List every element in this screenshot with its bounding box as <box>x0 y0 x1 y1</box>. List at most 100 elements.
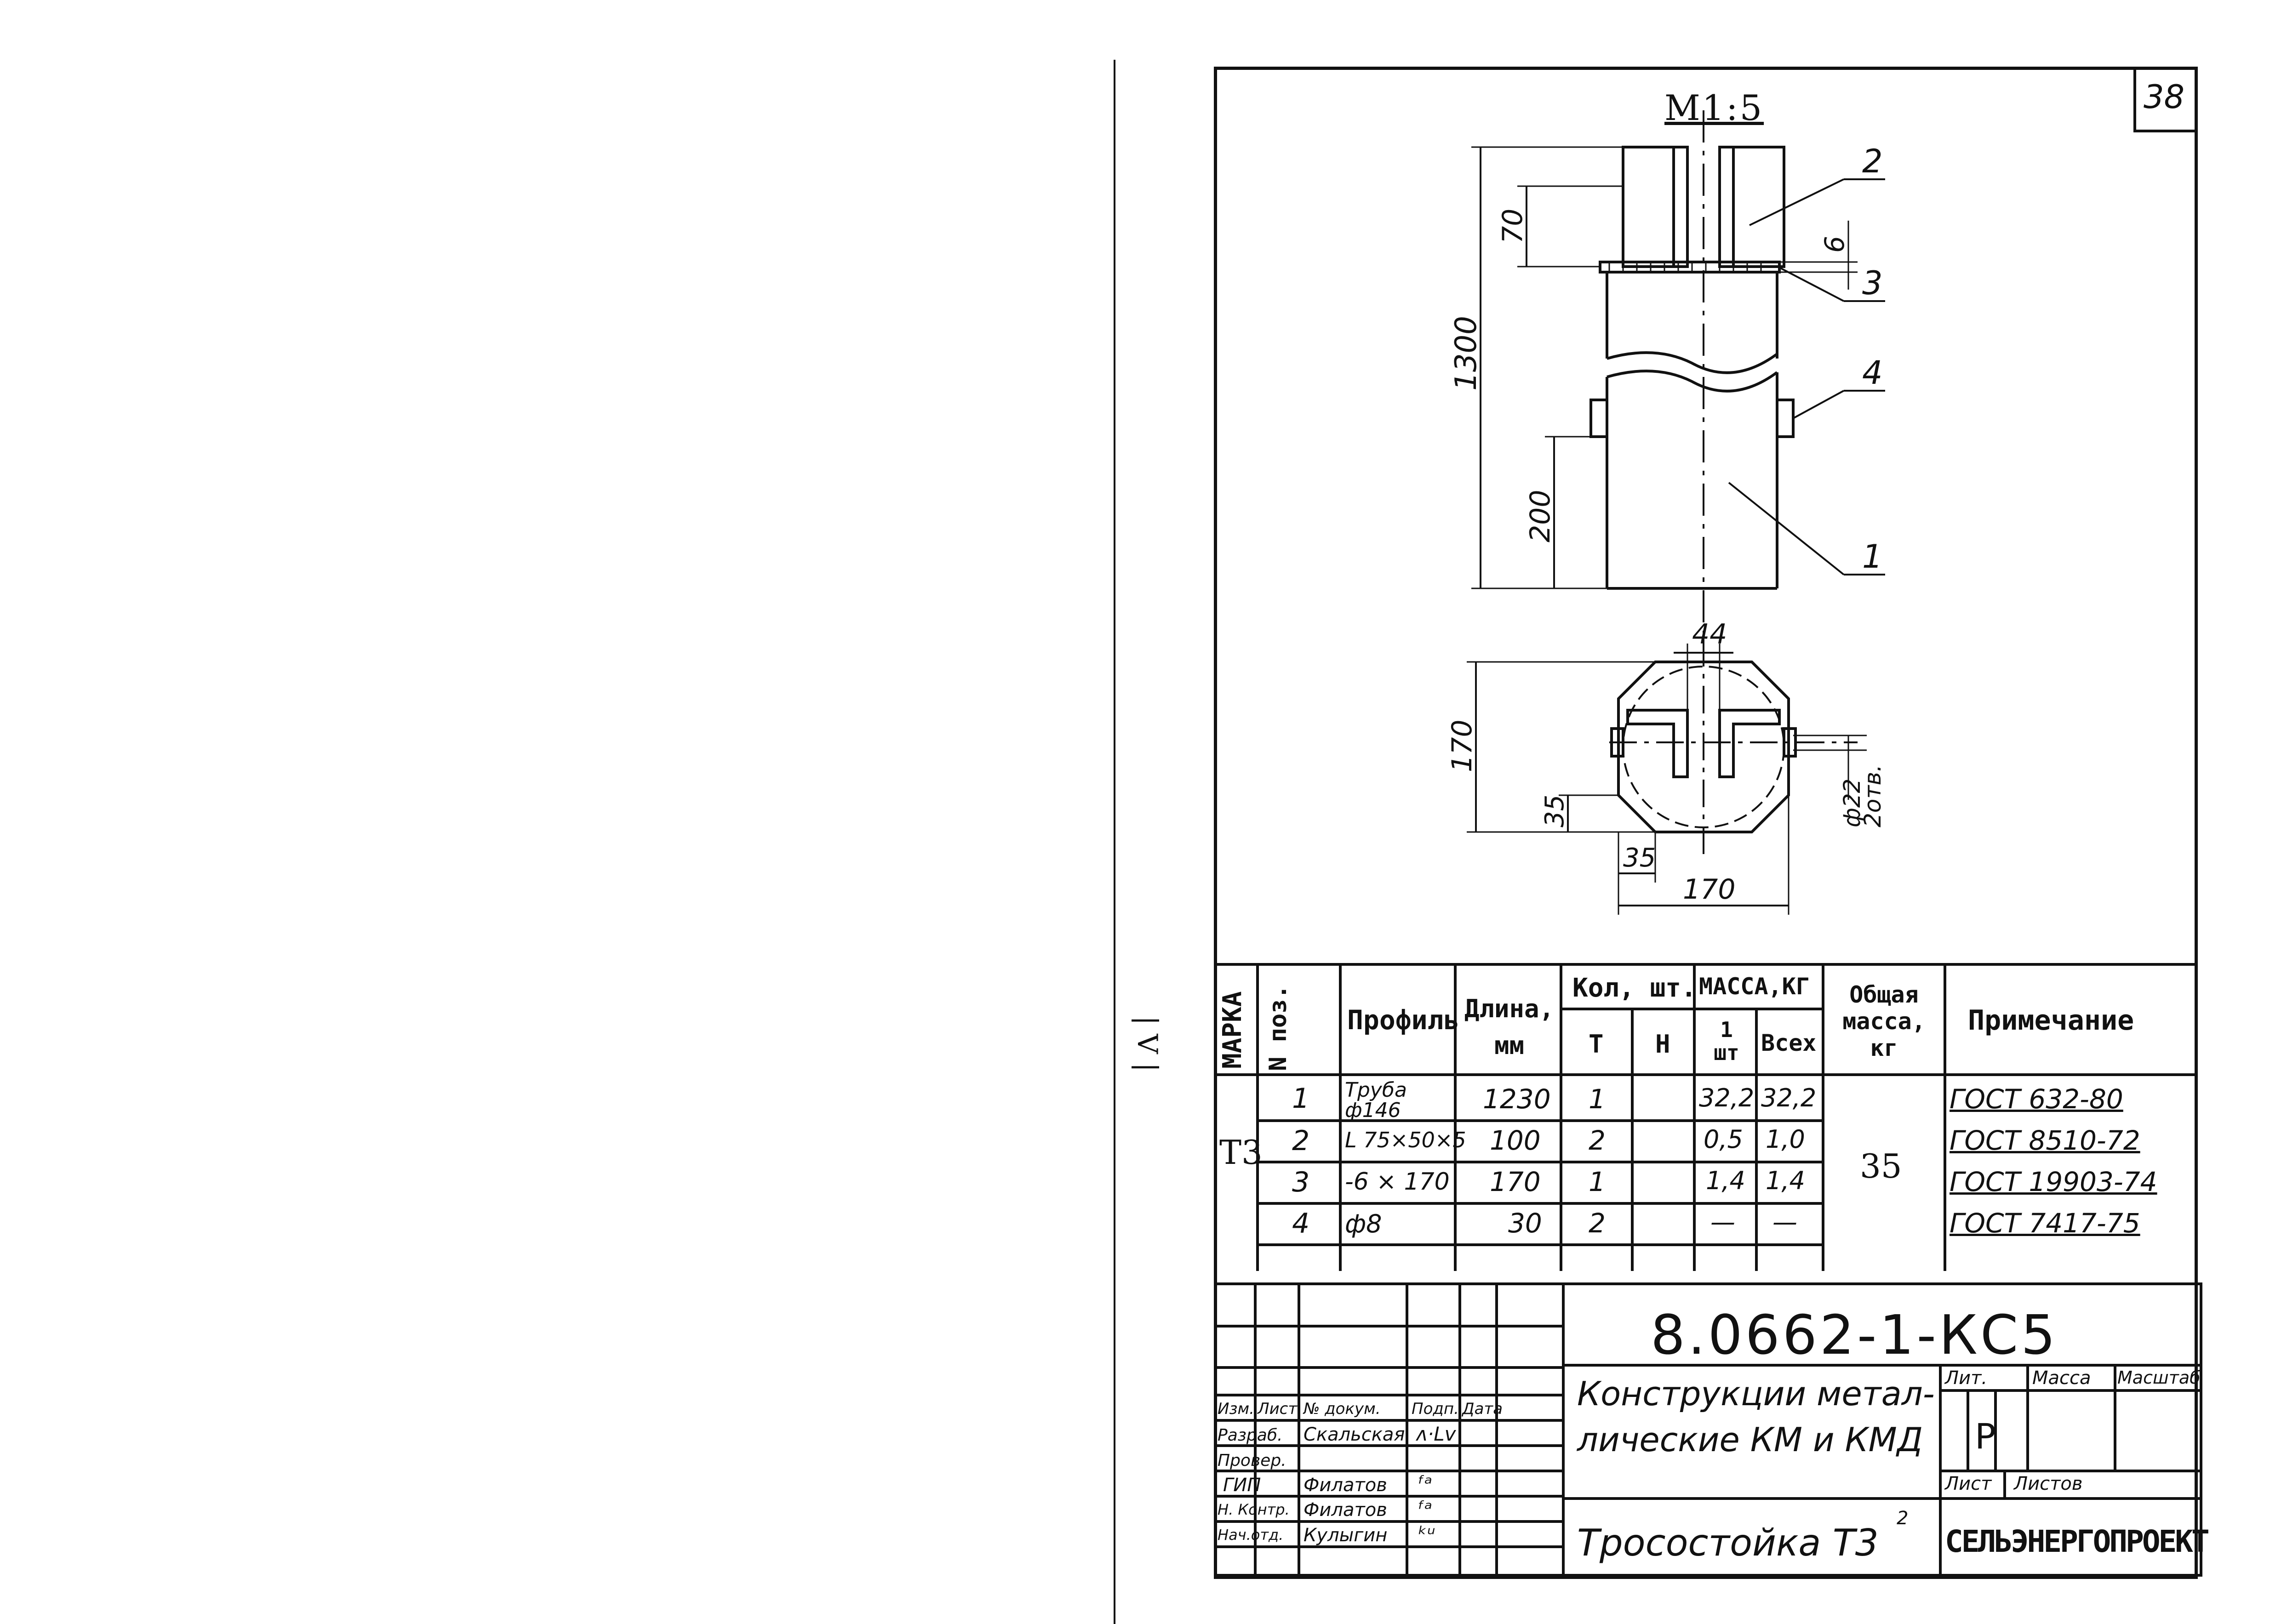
spec-mark: Т3 <box>1219 1133 1263 1172</box>
name-razrab: Скальская <box>1304 1424 1405 1445</box>
stage-label: Лит. <box>1945 1368 1988 1389</box>
dim-200: 200 <box>1524 490 1556 542</box>
role-gip: ГИП <box>1223 1475 1261 1496</box>
sheet-number: 38 <box>2144 78 2185 116</box>
header-pos: N поз. <box>1264 985 1292 1071</box>
angle-left <box>1622 146 1689 268</box>
row2-profile: L 75×50×5 <box>1345 1128 1466 1152</box>
sign-nachotd: ᵏᵘ <box>1418 1522 1435 1546</box>
row1-note: ГОСТ 632-80 <box>1950 1083 2123 1115</box>
rod-left <box>1589 399 1608 438</box>
role-nkontr: Н. Контр. <box>1218 1501 1290 1518</box>
break-line-top <box>1607 351 1778 374</box>
callout-4: 4 <box>1862 354 1883 392</box>
callout-2: 2 <box>1862 142 1883 180</box>
angle-left-section <box>1626 709 1689 778</box>
row2-note: ГОСТ 8510-72 <box>1950 1125 2140 1156</box>
row2-qty-t: 2 <box>1589 1125 1606 1156</box>
col-sign: Подп. <box>1412 1400 1459 1418</box>
row2-length: 100 <box>1490 1125 1541 1156</box>
row4-profile: ф8 <box>1345 1209 1382 1238</box>
angle-right <box>1718 146 1785 268</box>
header-mass-one: 1 шт <box>1714 1017 1739 1065</box>
rod-right-plan <box>1783 727 1797 758</box>
dim-170-horizontal: 170 <box>1683 873 1736 906</box>
row4-qty-t: 2 <box>1589 1208 1606 1239</box>
row3-mass-one: 1,4 <box>1706 1166 1745 1195</box>
mass-label: Масса <box>2032 1368 2091 1389</box>
row4-mass-one: — <box>1710 1208 1735 1237</box>
row1-length: 1230 <box>1483 1083 1551 1115</box>
row1-qty-t: 1 <box>1589 1083 1606 1115</box>
col-date: Дата <box>1462 1400 1503 1418</box>
document-code: 8.0662-1-КС5 <box>1651 1303 2058 1367</box>
stage-value: Р <box>1975 1416 1996 1457</box>
row1-profile: Труба ф146 <box>1345 1078 1407 1122</box>
title-block: Изм. Лист № докум. Подп. Дата Разраб. Ск… <box>1214 1282 2210 1577</box>
scale-col-label: Масштаб <box>2117 1368 2201 1388</box>
col-doc: № докум. <box>1304 1400 1381 1418</box>
angle-right-section <box>1718 709 1781 778</box>
row1-mass-one: 32,2 <box>1699 1083 1755 1112</box>
row4-length: 30 <box>1508 1208 1542 1239</box>
dim-44: 44 <box>1692 618 1727 650</box>
spec-table: МАРКА N поз. Профиль Длина, мм Кол, шт. … <box>1214 963 2198 1271</box>
dim-170-vertical: 170 <box>1446 719 1478 772</box>
name-nachotd: Кулыгин <box>1304 1525 1388 1546</box>
hole-count: 2отв. <box>1859 764 1886 827</box>
hole-diameter: ф22 <box>1839 779 1865 827</box>
spec-table-grid <box>1214 963 2198 1271</box>
document-title-line1: Конструкции метал- <box>1577 1374 1935 1413</box>
octagonal-plate <box>1617 661 1790 833</box>
dim-1300: 1300 <box>1449 316 1483 391</box>
document-title-line2: лические КМ и КМД <box>1577 1420 1923 1459</box>
row3-profile: -6 × 170 <box>1345 1168 1450 1196</box>
header-profile: Профиль <box>1347 1004 1460 1036</box>
fold-line <box>1114 60 1115 1624</box>
sheet-name: Тросостойка Т3 <box>1577 1521 1879 1564</box>
role-nachotd: Нач.отд. <box>1218 1526 1284 1544</box>
sheet-number-box <box>2133 69 2198 132</box>
sheet-label: Лист <box>1945 1473 1992 1494</box>
col-izm: Изм. <box>1218 1400 1254 1418</box>
sheet-number-mark: 2 <box>1897 1508 1909 1529</box>
row2-mass-all: 1,0 <box>1766 1125 1805 1154</box>
row3-qty-t: 1 <box>1589 1166 1606 1197</box>
organization: СЕЛЬЭНЕРГОПРОЕКТ <box>1945 1524 2210 1559</box>
header-length: Длина, мм <box>1464 994 1555 1060</box>
header-marka: МАРКА <box>1218 991 1247 1069</box>
role-razrab: Разраб. <box>1218 1426 1283 1445</box>
dim-6: 6 <box>1819 236 1850 253</box>
rod-right <box>1776 399 1795 438</box>
header-note: Примечание <box>1968 1004 2134 1037</box>
sign-gip: ᶠᵃ <box>1418 1472 1433 1495</box>
row4-pos: 4 <box>1292 1208 1310 1240</box>
header-mass-all: Всех <box>1761 1030 1817 1056</box>
callout-1: 1 <box>1862 538 1883 576</box>
header-qty: Кол, шт. <box>1572 973 1697 1003</box>
header-qty-n: Н <box>1655 1030 1670 1059</box>
row1-mass-all: 32,2 <box>1761 1083 1817 1112</box>
row2-mass-one: 0,5 <box>1704 1125 1743 1154</box>
row4-mass-all: — <box>1772 1208 1797 1237</box>
row3-note: ГОСТ 19903-74 <box>1950 1166 2157 1197</box>
role-prover: Провер. <box>1218 1451 1286 1470</box>
scale-label: М1:5 <box>1664 87 1764 128</box>
row4-note: ГОСТ 7417-75 <box>1950 1208 2140 1239</box>
header-mass: МАССА,КГ <box>1699 973 1810 1000</box>
elevation-view: 2 3 4 1 1300 70 200 6 <box>1449 110 1885 644</box>
break-line-bottom <box>1607 370 1778 393</box>
dim-35-horizontal: 35 <box>1623 843 1656 873</box>
row3-length: 170 <box>1490 1166 1541 1197</box>
col-list: Лист <box>1258 1400 1298 1418</box>
header-qty-t: Т <box>1589 1030 1604 1059</box>
sign-nkontr: ᶠᵃ <box>1418 1497 1433 1521</box>
dim-70: 70 <box>1497 209 1529 244</box>
dim-35-vertical: 35 <box>1540 795 1570 827</box>
sign-razrab: ᴧ·Lv <box>1416 1423 1456 1445</box>
callout-3: 3 <box>1862 264 1883 302</box>
margin-mark: | V | <box>1131 1016 1163 1072</box>
spec-total-mass: 35 <box>1860 1147 1902 1185</box>
name-nkontr: Филатов <box>1304 1499 1387 1521</box>
row2-pos: 2 <box>1292 1125 1310 1157</box>
